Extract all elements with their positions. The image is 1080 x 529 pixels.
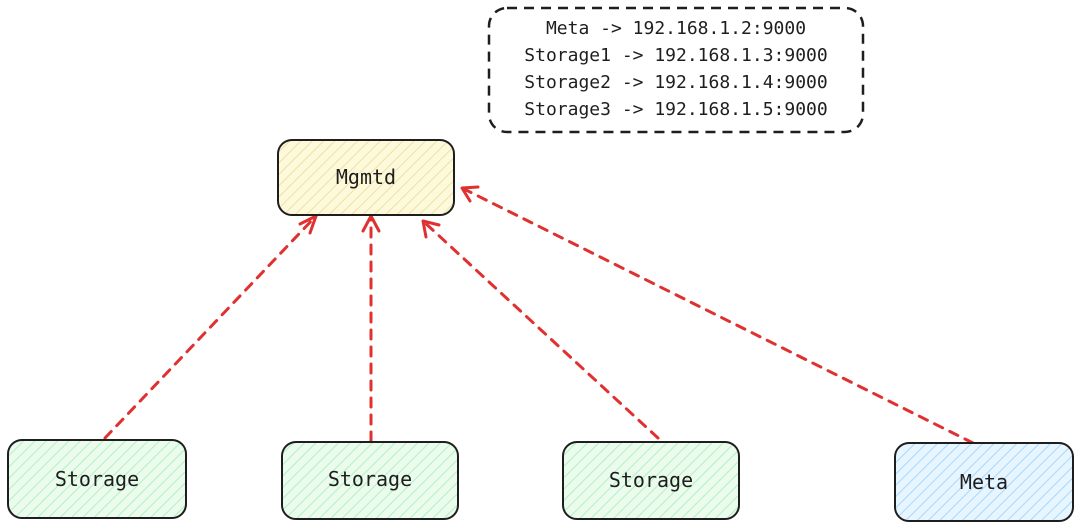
address-note-line-storage2: Storage2 -> 192.168.1.4:9000 bbox=[524, 72, 827, 93]
address-note-line-meta: Meta -> 192.168.1.2:9000 bbox=[546, 18, 806, 39]
edge-meta-to-mgmtd bbox=[460, 185, 975, 445]
address-note-line-storage3: Storage3 -> 192.168.1.5:9000 bbox=[524, 99, 827, 120]
address-note: Meta -> 192.168.1.2:9000 Storage1 -> 192… bbox=[487, 6, 865, 134]
node-meta[interactable]: Meta bbox=[894, 442, 1074, 522]
node-meta-label: Meta bbox=[960, 470, 1008, 494]
node-storage-2[interactable]: Storage bbox=[281, 441, 459, 520]
address-note-box bbox=[487, 6, 865, 134]
address-note-line-storage1: Storage1 -> 192.168.1.3:9000 bbox=[524, 45, 827, 66]
node-mgmtd[interactable]: Mgmtd bbox=[277, 139, 455, 216]
node-storage-3[interactable]: Storage bbox=[562, 441, 740, 520]
node-storage-1[interactable]: Storage bbox=[7, 439, 187, 519]
edge-storage2-to-mgmtd bbox=[361, 214, 381, 443]
node-storage-2-label: Storage bbox=[328, 467, 412, 491]
node-mgmtd-label: Mgmtd bbox=[336, 165, 396, 189]
node-storage-1-label: Storage bbox=[55, 467, 139, 491]
edge-storage1-to-mgmtd bbox=[103, 214, 318, 440]
edges bbox=[103, 185, 975, 445]
edge-storage3-to-mgmtd bbox=[421, 219, 660, 440]
node-storage-3-label: Storage bbox=[609, 468, 693, 492]
